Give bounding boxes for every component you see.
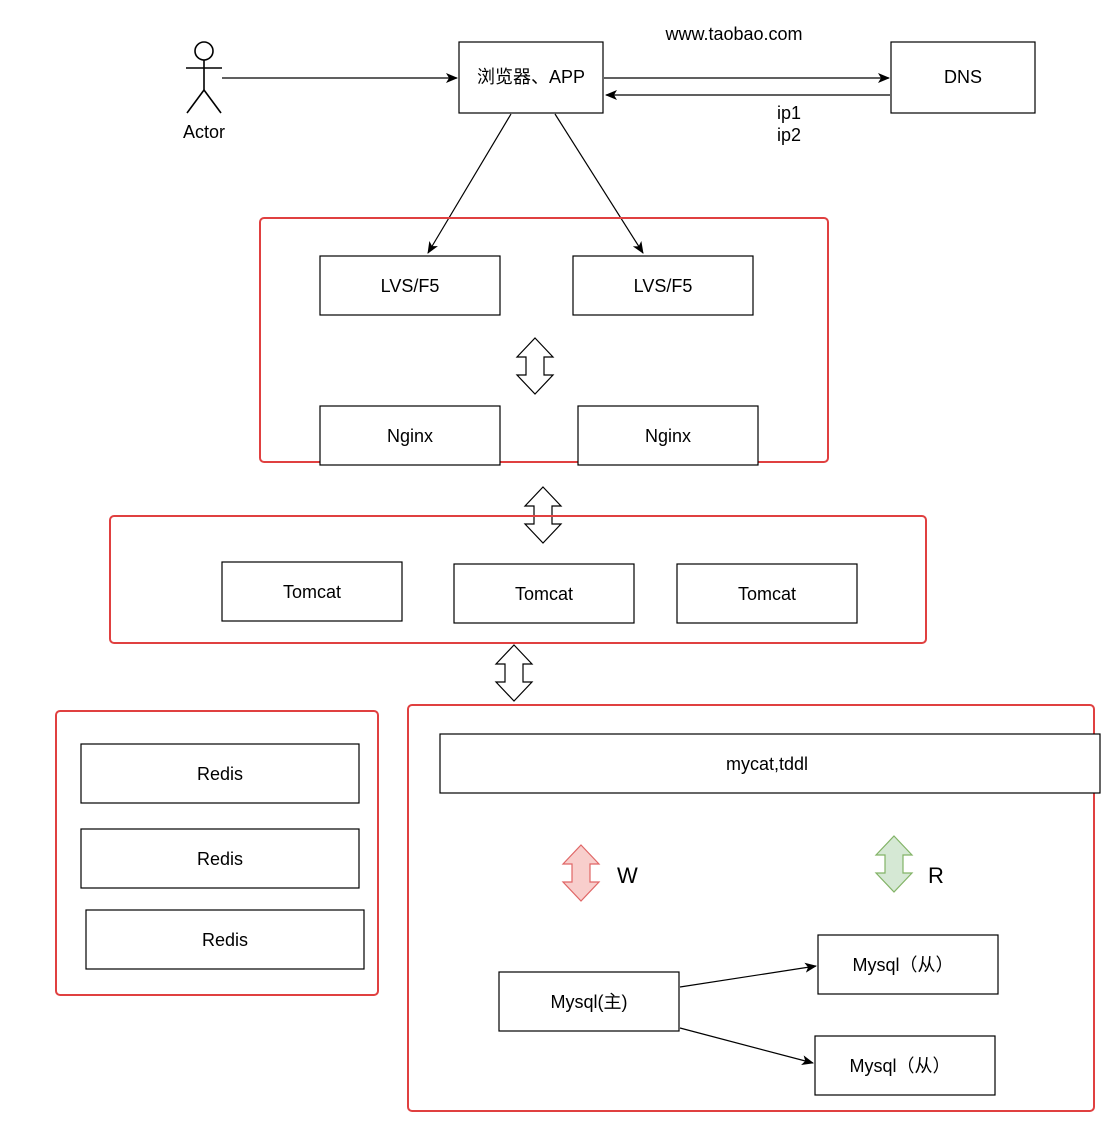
tomcat-node-3: Tomcat — [676, 563, 858, 624]
redis-label-2: Redis — [197, 849, 243, 869]
app-server-group — [109, 515, 927, 644]
load-balancer-group — [259, 217, 829, 463]
read-arrow-icon — [874, 835, 914, 893]
lvs-label-2: LVS/F5 — [634, 276, 693, 296]
actor-icon — [186, 41, 222, 114]
edge-client-to-lvs-1 — [427, 113, 512, 254]
mysql-slave-node-1: Mysql（从） — [817, 934, 999, 995]
write-arrow-icon — [561, 844, 601, 902]
tomcat-node-2: Tomcat — [453, 563, 635, 624]
edge-master-to-slave-1 — [679, 962, 817, 988]
redis-node-3: Redis — [85, 909, 365, 970]
client-label: 浏览器、APP — [477, 67, 585, 87]
read-label: R — [928, 863, 944, 888]
tomcat-label-2: Tomcat — [515, 584, 573, 604]
redis-label-3: Redis — [202, 930, 248, 950]
nginx-node-1: Nginx — [319, 405, 501, 466]
edge-client-to-lvs-2 — [554, 113, 644, 254]
dns-label: DNS — [944, 67, 982, 87]
mysql-master-node: Mysql(主) — [498, 971, 680, 1032]
edge-master-to-slave-2 — [679, 1027, 814, 1066]
actor-label: Actor — [183, 122, 225, 142]
redis-label-1: Redis — [197, 764, 243, 784]
cache-group — [55, 710, 379, 996]
lvs-node-2: LVS/F5 — [572, 255, 754, 316]
tomcat-label-3: Tomcat — [738, 584, 796, 604]
dns-response-ip2: ip2 — [777, 125, 801, 145]
lvs-node-1: LVS/F5 — [319, 255, 501, 316]
mysql-slave-label-2: Mysql（从） — [849, 1056, 950, 1076]
lvs-label-1: LVS/F5 — [381, 276, 440, 296]
actor: Actor — [183, 41, 225, 142]
nginx-label-2: Nginx — [645, 426, 691, 446]
redis-node-1: Redis — [80, 743, 360, 804]
nginx-node-2: Nginx — [577, 405, 759, 466]
database-group — [407, 704, 1095, 1112]
dns-node: DNS — [890, 41, 1036, 114]
redis-node-2: Redis — [80, 828, 360, 889]
domain-label: www.taobao.com — [664, 24, 802, 44]
tomcat-node-1: Tomcat — [221, 561, 403, 622]
db-middleware-label: mycat,tddl — [726, 754, 808, 774]
tomcat-label-1: Tomcat — [283, 582, 341, 602]
client-node: 浏览器、APP — [458, 41, 604, 114]
mysql-slave-label-1: Mysql（从） — [852, 955, 953, 975]
dns-response-ip1: ip1 — [777, 103, 801, 123]
bidirectional-arrow-icon — [515, 337, 555, 395]
write-label: W — [617, 863, 638, 888]
mysql-slave-node-2: Mysql（从） — [814, 1035, 996, 1096]
nginx-label-1: Nginx — [387, 426, 433, 446]
db-middleware-node: mycat,tddl — [439, 733, 1101, 794]
mysql-master-label: Mysql(主) — [551, 992, 628, 1012]
bidirectional-arrow-icon — [494, 644, 534, 702]
